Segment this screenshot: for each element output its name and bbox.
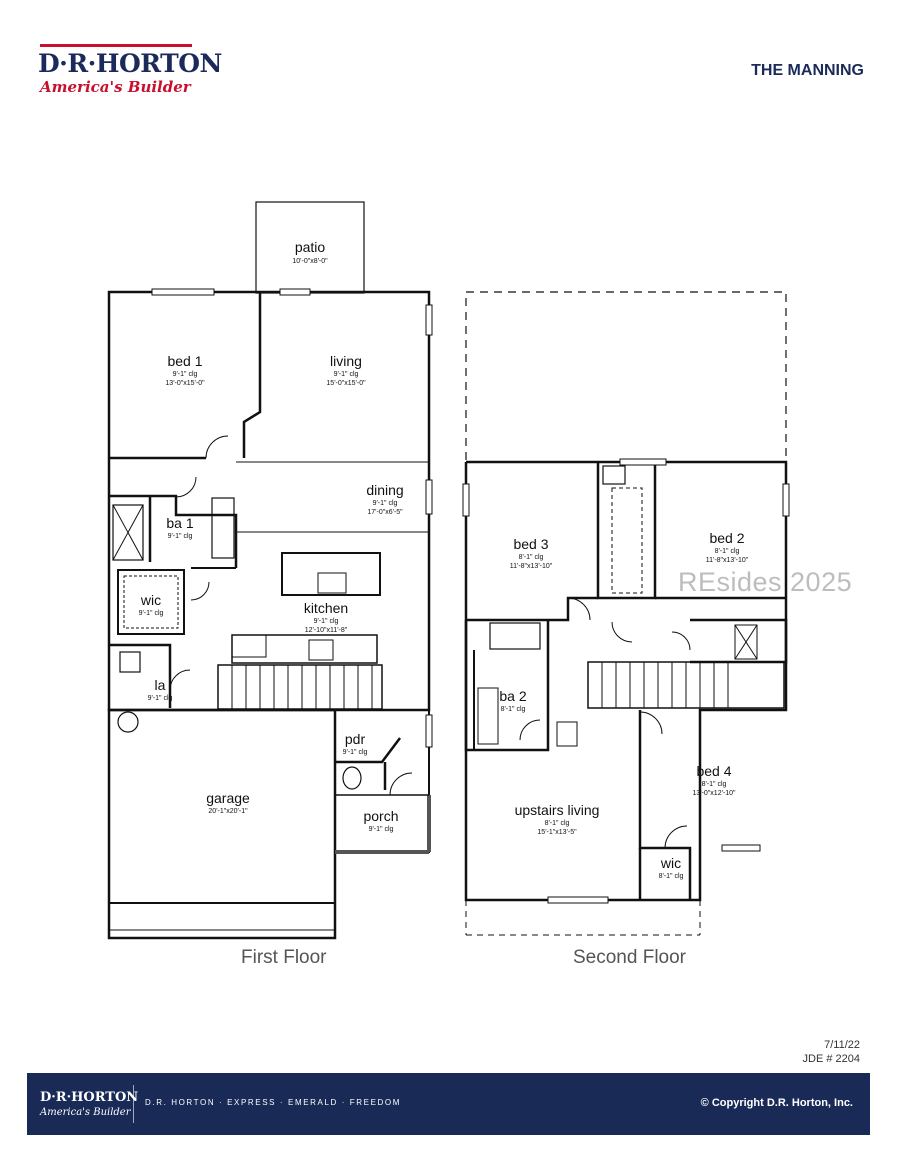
- footer-brand-list: D.R. HORTON · EXPRESS · EMERALD · FREEDO…: [145, 1098, 401, 1107]
- room-detail: 9'-1" clg: [343, 749, 368, 756]
- room-name: bed 3: [513, 536, 548, 552]
- room-detail: 13'-0"x12'-10": [692, 790, 736, 797]
- room-name: garage: [206, 790, 250, 806]
- room-detail: 13'-0"x15'-0": [165, 380, 205, 387]
- room-name: bed 1: [167, 353, 202, 369]
- room-detail: 12'-10"x11'-8": [305, 627, 348, 634]
- room-detail: 11'-8"x13'-10": [706, 557, 749, 564]
- room-detail: 9'-1" clg: [373, 500, 398, 507]
- second-floor-stair-treads: [601, 662, 729, 708]
- room-name: wic: [140, 592, 161, 608]
- room-name: patio: [295, 239, 326, 255]
- plan-date: 7/11/22: [824, 1039, 860, 1051]
- footer-divider: [133, 1085, 134, 1123]
- room-detail: 8'-1" clg: [702, 781, 727, 788]
- room-detail: 10'-0"x8'-0": [292, 258, 328, 265]
- first-floor-walls: [107, 201, 431, 940]
- room-detail: 17'-0"x6'-5": [367, 509, 403, 516]
- room-detail: 8'-1" clg: [545, 820, 570, 827]
- footer-bar: D·R·HORTON America's Builder D.R. HORTON…: [27, 1073, 870, 1135]
- room-name: kitchen: [304, 600, 348, 616]
- room-name: living: [330, 353, 362, 369]
- room-detail: 9'-1" clg: [173, 371, 198, 378]
- room-name: upstairs living: [515, 802, 600, 818]
- brand-tagline: America's Builder: [40, 78, 191, 96]
- room-name: ba 1: [166, 515, 193, 531]
- footer-copyright: © Copyright D.R. Horton, Inc.: [700, 1097, 853, 1109]
- room-detail: 9'-1" clg: [334, 371, 359, 378]
- room-name: bed 2: [709, 530, 744, 546]
- room-detail: 8'-1" clg: [715, 548, 740, 555]
- room-detail: 15'-1"x13'-5": [537, 829, 577, 836]
- room-detail: 8'-1" clg: [659, 873, 684, 880]
- footer-brand-tagline: America's Builder: [40, 1107, 131, 1118]
- room-name: dining: [366, 482, 403, 498]
- watermark: REsides 2025: [678, 567, 853, 597]
- room-name: wic: [660, 855, 681, 871]
- plan-title: THE MANNING: [751, 62, 864, 79]
- footer-brand-name: D·R·HORTON: [40, 1090, 139, 1105]
- room-detail: 8'-1" clg: [519, 554, 544, 561]
- room-name: la: [155, 677, 166, 693]
- room-name: pdr: [345, 731, 366, 747]
- brand-name: D·R·HORTON: [38, 49, 222, 78]
- second-floor-walls: [464, 291, 788, 936]
- plan-jde-number: JDE # 2204: [802, 1053, 860, 1065]
- room-detail: 9'-1" clg: [139, 610, 164, 617]
- room-labels: patio 10'-0"x8'-0" bed 1 9'-1" clg 13'-0…: [139, 239, 749, 880]
- room-detail: 8'-1" clg: [501, 706, 526, 713]
- room-detail: 9'-1" clg: [168, 533, 193, 540]
- room-detail: 9'-1" clg: [148, 695, 173, 702]
- room-detail: 15'-0"x15'-0": [326, 380, 366, 387]
- room-name: bed 4: [696, 763, 731, 779]
- room-detail: 20'-1"x20'-1": [208, 808, 248, 815]
- windows: [151, 288, 790, 904]
- logo-bar: [40, 44, 192, 47]
- first-floor-stair-treads: [231, 665, 373, 709]
- first-floor-label: First Floor: [241, 947, 327, 968]
- second-floor-label: Second Floor: [573, 947, 687, 968]
- room-detail: 11'-8"x13'-10": [510, 563, 553, 570]
- brand-logo: D·R·HORTON America's Builder: [38, 44, 222, 100]
- room-name: porch: [363, 808, 398, 824]
- room-name: ba 2: [499, 688, 526, 704]
- room-detail: 9'-1" clg: [369, 826, 394, 833]
- room-detail: 9'-1" clg: [314, 618, 339, 625]
